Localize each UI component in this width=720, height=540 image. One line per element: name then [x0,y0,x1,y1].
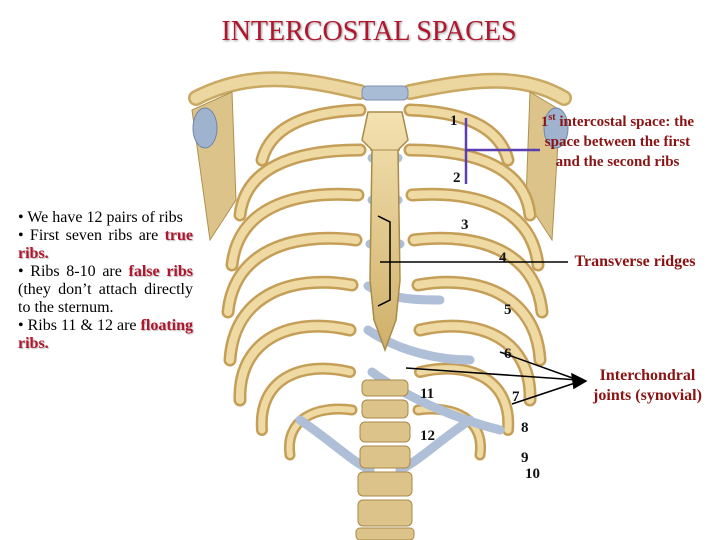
clavicles [188,71,572,106]
false-ribs-term: false ribs [128,263,193,280]
sternum [361,111,409,353]
fact-pairs-of-ribs: • We have 12 pairs of ribs [18,209,183,226]
callout-ordinal-suffix: st [548,112,556,123]
rib-number-5: 5 [504,302,512,318]
fact-true-ribs: • First seven ribs are true ribs. [18,227,193,263]
rib-number-1: 1 [450,113,458,129]
transverse-ridges-callout: Transverse ridges [574,253,696,270]
rib-number-3: 3 [461,217,469,233]
rib-number-4: 4 [499,250,507,266]
floating-ribs-term: floating ribs. [18,317,193,352]
fact-floating-ribs-text: • Ribs 11 & 12 are [18,317,141,334]
transverse-ridges-pointer [377,215,568,307]
rib-number-8: 8 [521,420,529,436]
first-space-bracket [464,118,540,184]
scapulae [191,91,569,242]
vertebral-column [355,85,415,540]
fact-false-ribs: • Ribs 8-10 are false ribs (they don’t a… [18,263,193,317]
rib-number-12: 12 [420,428,435,444]
rib-facts-box: • We have 12 pairs of ribs • First seven… [18,209,193,353]
first-intercostal-space-callout: 1st intercostal space: the space between… [540,108,695,172]
fact-true-ribs-text: • First seven ribs are [18,227,165,244]
true-ribs-term: true ribs. [18,227,193,262]
ribs [221,103,549,461]
rib-number-6: 6 [504,346,512,362]
fact-false-ribs-text: • Ribs 8-10 are [18,263,129,280]
rib-number-7: 7 [512,389,520,405]
rib-number-11: 11 [420,386,435,402]
callout-ordinal-number: 1 [540,114,549,130]
callout-first-space-text: intercostal space: the space between the… [544,114,695,170]
slide-title: INTERCOSTAL SPACES [221,16,517,47]
interchondral-joints-callout: Interchondral joints (synovial) [593,367,702,404]
interchondral-arrows [405,351,588,405]
rib-number-9: 9 [521,450,529,466]
fact-false-ribs-note: (they don’t attach directly to the stern… [18,281,193,316]
rib-number-2: 2 [453,170,461,186]
rib-number-10: 10 [525,466,540,482]
fact-floating-ribs: • Ribs 11 & 12 are floating ribs. [18,317,193,353]
